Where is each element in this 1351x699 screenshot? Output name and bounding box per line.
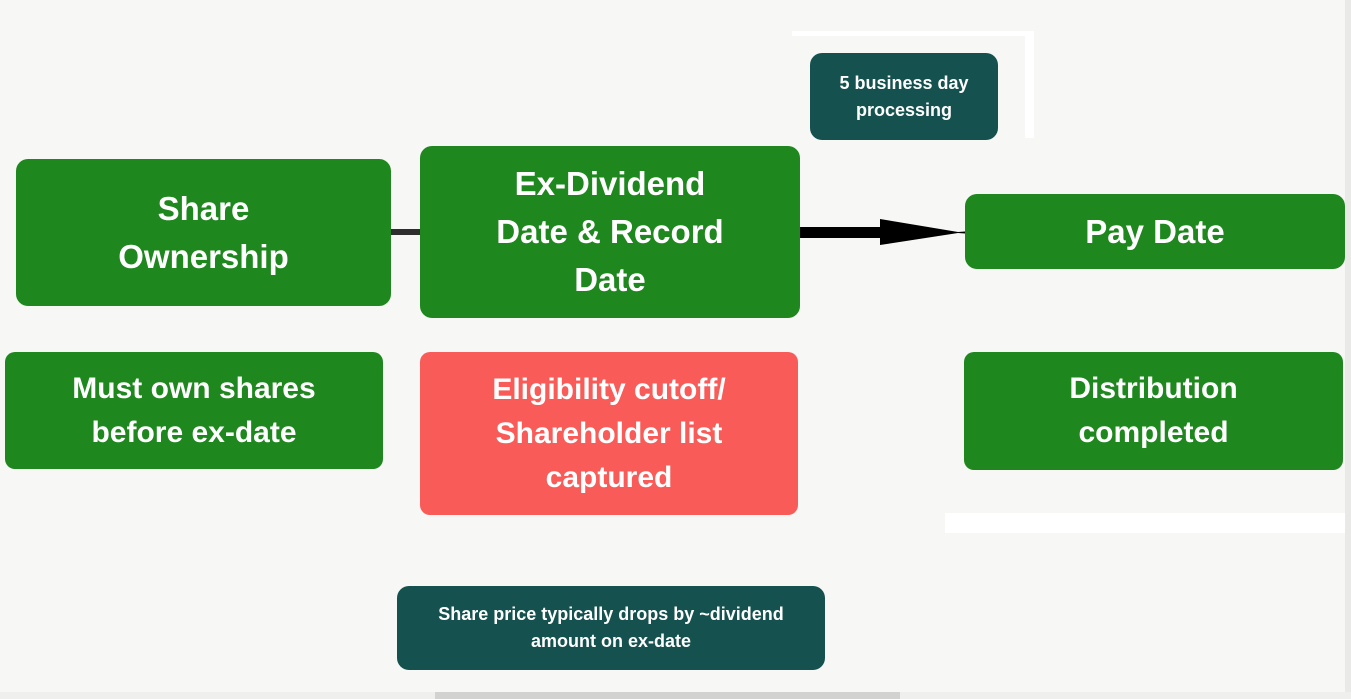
- node-ex-dividend-record-date: Ex-Dividend Date & Record Date: [420, 146, 800, 318]
- node-share-ownership: Share Ownership: [16, 159, 391, 306]
- vertical-scrollbar[interactable]: [1345, 0, 1351, 699]
- horizontal-scrollbar-thumb[interactable]: [435, 692, 900, 699]
- node-eligibility-cutoff: Eligibility cutoff/ Shareholder list cap…: [420, 352, 798, 515]
- annotation-price-drop: Share price typically drops by ~dividend…: [397, 586, 825, 670]
- node-distribution-completed: Distribution completed: [964, 352, 1343, 470]
- white-strip-decoration: [945, 513, 1345, 533]
- node-pay-date: Pay Date: [965, 194, 1345, 269]
- horizontal-scrollbar[interactable]: [0, 692, 1351, 699]
- annotation-processing-time: 5 business day processing: [810, 53, 998, 140]
- white-frame-decoration: [792, 31, 1034, 138]
- connector-line: [391, 229, 420, 235]
- arrow-right-icon: [800, 219, 965, 245]
- node-must-own-shares: Must own shares before ex-date: [5, 352, 383, 469]
